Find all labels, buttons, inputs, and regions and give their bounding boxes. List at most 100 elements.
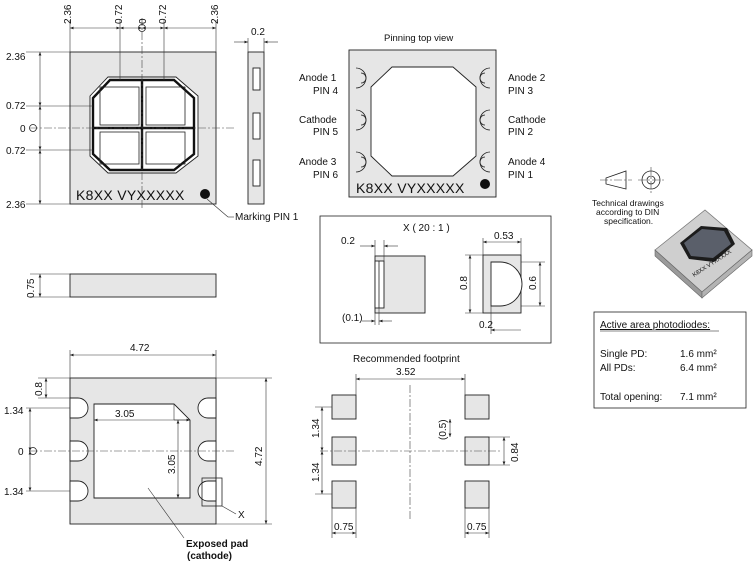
- detail-x-title: X ( 20 : 1 ): [403, 223, 450, 234]
- dim-label: 0: [18, 447, 24, 458]
- pin1-marking-dot: [480, 179, 490, 189]
- pad: [197, 397, 217, 419]
- detail-x-callout: [201, 477, 223, 507]
- dim-label: 2.36: [210, 4, 221, 24]
- photodiode-quadrant: [99, 86, 140, 126]
- pin-name: Anode 2: [508, 73, 546, 84]
- dim-label: 0.8: [459, 276, 470, 290]
- active-area-frame: [593, 311, 747, 409]
- footprint-pad: [331, 394, 357, 420]
- pin-number: PIN 2: [508, 127, 533, 138]
- din-note-line: Technical drawings: [592, 198, 664, 208]
- top-view: K8XX VYXXXXX Marking PIN 1 2.36 0.72 0 0…: [6, 4, 299, 223]
- dim-label: 0.75: [26, 278, 37, 298]
- din-projection-symbol: Technical drawings according to DIN spec…: [592, 167, 664, 226]
- detail-pad: [490, 261, 523, 307]
- active-area-box: Active area photodiodes: Single PD: 1.6 …: [593, 311, 747, 409]
- dim-label: (0.1): [342, 313, 363, 324]
- dim-label: 0.72: [6, 101, 26, 112]
- footprint-pad: [464, 480, 490, 509]
- dim-label: 0.75: [334, 522, 354, 533]
- dim-label: 0.2: [251, 27, 265, 38]
- pinning-title: Pinning top view: [384, 33, 453, 44]
- dim-label: 2.36: [6, 200, 26, 211]
- footprint-pad: [331, 480, 357, 509]
- side-view-package: [69, 273, 217, 298]
- pin-name: Cathode: [299, 115, 337, 126]
- pin-name: Cathode: [508, 115, 546, 126]
- pin-name: Anode 3: [299, 157, 337, 168]
- active-area-label: Total opening:: [600, 392, 662, 403]
- dim-label: 1.34: [4, 487, 24, 498]
- active-area-value: 7.1 mm²: [680, 392, 717, 403]
- marking-pin1-label: Marking PIN 1: [235, 212, 299, 223]
- pad: [69, 480, 89, 502]
- active-area-title: Active area photodiodes:: [600, 320, 710, 331]
- photodiode-quadrant: [145, 131, 186, 165]
- pinning-window: [370, 66, 477, 177]
- footprint-title: Recommended footprint: [353, 354, 460, 365]
- top-view-window: [89, 76, 199, 174]
- top-view-marking: K8XX VYXXXXX: [76, 187, 185, 203]
- pin-number: PIN 5: [313, 127, 338, 138]
- exposed-pad-label: Exposed pad: [186, 539, 248, 550]
- dim-label: 0.72: [158, 4, 169, 24]
- pin-name: Anode 1: [299, 73, 337, 84]
- footprint-pad: [464, 394, 490, 420]
- detail-x: X ( 20 : 1 ) 0.2 (0.1) 0.53 0.8 0.6 0.2: [319, 215, 552, 344]
- dim-label: 4.72: [130, 343, 150, 354]
- active-area-value: 6.4 mm²: [680, 363, 717, 374]
- dim-label: 0.75: [467, 522, 487, 533]
- dim-label: 0: [138, 18, 149, 24]
- pad: [197, 480, 217, 502]
- projection-cone-icon: [605, 170, 627, 190]
- photodiode-quadrant: [99, 131, 140, 165]
- dim-label: 0.2: [341, 236, 355, 247]
- dim-label: 0.53: [494, 231, 514, 242]
- dim-label: 1.34: [4, 406, 24, 417]
- active-area-label: All PDs:: [600, 363, 636, 374]
- pin1-marking-dot: [200, 189, 210, 199]
- dim-label: 3.05: [115, 409, 135, 420]
- dim-label: 3.52: [396, 367, 416, 378]
- origin-marker: [29, 124, 37, 132]
- dim-label: 3.05: [167, 454, 178, 474]
- photodiode-quadrant: [145, 86, 186, 126]
- dim-label: 0.72: [6, 146, 26, 157]
- dim-label: 0.8: [34, 382, 45, 396]
- dim-label: 4.72: [254, 446, 265, 466]
- dim-label: 2.36: [63, 4, 74, 24]
- pinning-marking: K8XX VYXXXXX: [356, 180, 465, 196]
- side-view: 0.2: [234, 27, 278, 205]
- active-area-label: Single PD:: [600, 349, 647, 360]
- dim-label: 2.36: [6, 52, 26, 63]
- dim-label: 0.72: [114, 4, 125, 24]
- pin-number: PIN 4: [313, 86, 338, 97]
- pin-number: PIN 6: [313, 170, 338, 181]
- dim-label: 0.6: [528, 276, 539, 290]
- dim-label: 1.34: [311, 418, 322, 438]
- active-area-value: 1.6 mm²: [680, 349, 717, 360]
- din-note-line: specification.: [604, 216, 653, 226]
- bottom-view: X 3.05 3.05 4.72 4.72 0.8 1.34 0 1.34 Ex…: [4, 343, 272, 561]
- dim-label: 0: [20, 124, 26, 135]
- dim-label: 0.84: [510, 442, 521, 462]
- detail-x-callout-label: X: [238, 510, 245, 521]
- pad: [197, 440, 217, 462]
- dim-label: 0.2: [479, 320, 493, 331]
- front-side-view: 0.75: [26, 273, 217, 298]
- recommended-footprint: Recommended footprint 3.52 1.34 1.34 (0.…: [311, 354, 521, 538]
- dim-label: (0.5): [438, 419, 449, 440]
- top-view-window-frame: [91, 78, 196, 172]
- pinning-top-view: Pinning top view K8XX VYXXXXX Anode 1 PI…: [299, 33, 546, 198]
- dim-label: 1.34: [311, 462, 322, 482]
- pin-name: Anode 4: [508, 157, 546, 168]
- pin-number: PIN 1: [508, 170, 533, 181]
- pad: [69, 397, 89, 419]
- package-3d-render: K8XX VYXXXXX: [654, 209, 753, 299]
- exposed-pad-sublabel: (cathode): [187, 551, 232, 561]
- din-note-line: according to DIN: [596, 207, 659, 217]
- pin-number: PIN 3: [508, 86, 533, 97]
- detail-x-frame: [319, 215, 552, 344]
